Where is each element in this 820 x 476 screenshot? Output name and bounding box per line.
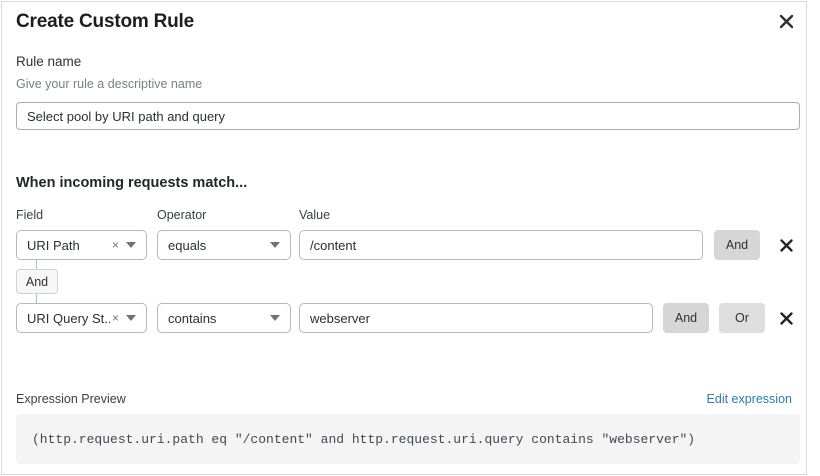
chevron-down-icon[interactable] — [124, 314, 146, 322]
clear-x-icon[interactable]: × — [111, 311, 119, 325]
operator-select-1-value: equals — [168, 237, 207, 253]
page-title: Create Custom Rule — [16, 11, 194, 32]
condition-row: URI Path × equals And — [2, 230, 808, 260]
connector-line-top — [36, 260, 37, 269]
group-connector-and-badge[interactable]: And — [16, 269, 58, 294]
field-select-2[interactable]: URI Query St... × — [16, 303, 147, 333]
operator-select-1[interactable]: equals — [157, 230, 291, 260]
column-header-field: Field — [16, 208, 44, 222]
rule-name-help-text: Give your rule a descriptive name — [16, 77, 203, 91]
rule-name-input[interactable] — [16, 102, 800, 130]
close-dialog-button[interactable] — [773, 8, 799, 34]
row-1-and-button[interactable]: And — [714, 230, 760, 260]
remove-condition-button-1[interactable] — [774, 230, 798, 260]
clear-x-icon[interactable]: × — [111, 238, 119, 252]
value-input-1[interactable] — [299, 230, 703, 260]
condition-row: URI Query St... × contains And Or — [2, 303, 808, 333]
rule-name-label: Rule name — [16, 54, 82, 69]
chevron-down-icon[interactable] — [124, 241, 146, 249]
create-custom-rule-dialog: Create Custom Rule Rule name Give your r… — [1, 1, 807, 475]
chevron-down-icon[interactable] — [268, 314, 290, 322]
close-icon — [779, 238, 793, 252]
column-header-operator: Operator — [157, 208, 207, 222]
row-2-and-button[interactable]: And — [663, 303, 709, 333]
row-2-or-button[interactable]: Or — [719, 303, 765, 333]
expression-preview-label: Expression Preview — [16, 392, 126, 406]
remove-condition-button-2[interactable] — [774, 303, 798, 333]
value-input-2[interactable] — [299, 303, 653, 333]
chevron-down-icon[interactable] — [268, 241, 290, 249]
expression-preview-text: (http.request.uri.path eq "/content" and… — [32, 431, 696, 447]
close-icon — [779, 14, 794, 29]
field-select-2-value: URI Query St... — [27, 310, 110, 326]
operator-select-2[interactable]: contains — [157, 303, 291, 333]
expression-preview-box: (http.request.uri.path eq "/content" and… — [16, 414, 800, 464]
close-icon — [779, 311, 793, 325]
field-select-1-value: URI Path — [27, 237, 80, 253]
match-section-heading: When incoming requests match... — [16, 175, 248, 191]
operator-select-2-value: contains — [168, 310, 217, 326]
connector-line-bottom — [36, 294, 37, 303]
edit-expression-link[interactable]: Edit expression — [706, 392, 792, 406]
column-header-value: Value — [299, 208, 331, 222]
field-select-1[interactable]: URI Path × — [16, 230, 147, 260]
